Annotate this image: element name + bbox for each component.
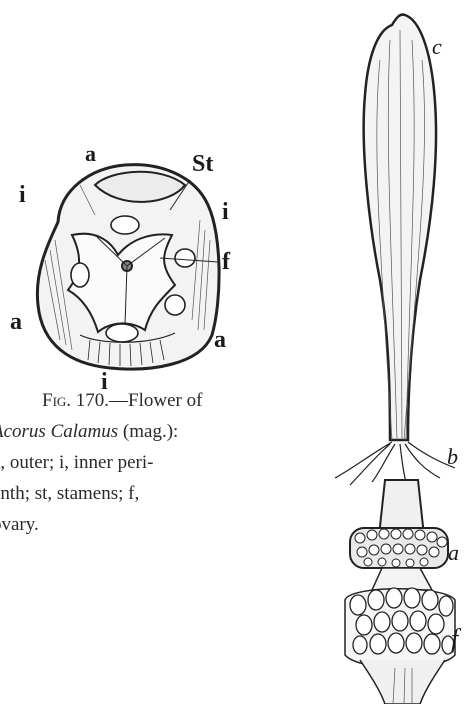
caption-line-2: Acorus Calamus (mag.): <box>0 416 268 447</box>
caption-line-3: a, outer; i, inner peri- <box>0 447 268 478</box>
label-a: a <box>448 542 459 564</box>
flower-drawing <box>37 165 219 369</box>
figure-caption: Fig. 170.—Flower of Acorus Calamus (mag.… <box>0 385 268 540</box>
spadix-drawing <box>335 15 455 704</box>
species-name: Acorus Calamus <box>0 421 118 442</box>
label-st: St <box>192 152 213 176</box>
label-i-left: i <box>19 183 26 207</box>
fig-number: 170. <box>76 390 109 411</box>
fig-prefix: Fig. <box>42 390 71 411</box>
label-f: f <box>222 250 230 274</box>
label-b: b <box>447 446 458 468</box>
caption-line-2-rest: (mag.): <box>118 421 178 442</box>
label-c: c <box>432 36 442 58</box>
caption-line-5: ovary. <box>0 509 268 540</box>
label-i-right: i <box>222 200 229 224</box>
label-a-left: a <box>10 310 22 334</box>
label-f-spadix: f <box>451 626 458 652</box>
caption-line-4: anth; st, stamens; f, <box>0 478 268 509</box>
label-a-top: a <box>85 143 96 165</box>
caption-line-1: Fig. 170.—Flower of <box>0 385 268 416</box>
label-a-right: a <box>214 328 226 352</box>
caption-line-1-rest: —Flower of <box>109 390 202 411</box>
